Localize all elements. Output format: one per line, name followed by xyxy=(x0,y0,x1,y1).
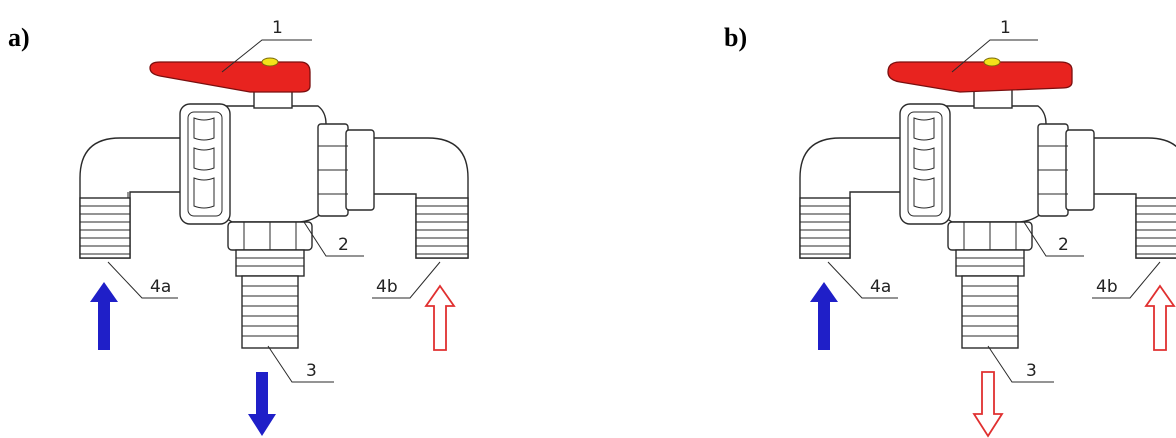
handle-knob-b xyxy=(983,57,1001,67)
left-barb-b xyxy=(799,197,851,259)
right-barb-a xyxy=(415,197,469,259)
callout-2-a: 2 xyxy=(338,235,349,255)
union-nut-left-a xyxy=(179,103,231,225)
bottom-barb-a xyxy=(241,275,299,349)
valve-a xyxy=(79,57,469,349)
bottom-nut-b xyxy=(947,221,1033,251)
callout-1-a: 1 xyxy=(272,18,283,38)
bottom-nut-a xyxy=(227,221,313,251)
panel-b-label: b) xyxy=(724,23,747,52)
bottom-thread-a xyxy=(235,249,305,277)
flow-arrow-4b-a xyxy=(424,284,456,351)
callout-1-b: 1 xyxy=(1000,18,1011,38)
callout-3-b: 3 xyxy=(1026,361,1037,381)
right-barb-b xyxy=(1135,197,1176,259)
bottom-thread-b xyxy=(955,249,1025,277)
callout-4b-b: 4b xyxy=(1096,277,1118,297)
handle-knob-a xyxy=(261,57,279,67)
callout-4a-a: 4a xyxy=(150,277,171,297)
callout-2-b: 2 xyxy=(1058,235,1069,255)
callout-4b-a: 4b xyxy=(376,277,398,297)
panel-a: a) xyxy=(8,18,469,436)
flow-arrow-3-b xyxy=(972,371,1004,438)
flow-arrow-3-a xyxy=(248,372,276,436)
panel-b: b) xyxy=(724,18,1176,438)
valve-b xyxy=(799,57,1176,349)
bottom-barb-b xyxy=(961,275,1019,349)
union-nut-right-b xyxy=(1037,123,1095,217)
valve-body-a xyxy=(217,105,327,223)
callout-4a-b: 4a xyxy=(870,277,891,297)
handle-a xyxy=(149,61,311,93)
valve-body-b xyxy=(937,105,1047,223)
left-barb-a xyxy=(79,197,131,259)
callout-3-a: 3 xyxy=(306,361,317,381)
flow-arrow-4a-a xyxy=(90,282,118,350)
union-nut-right-a xyxy=(317,123,375,217)
panel-a-label: a) xyxy=(8,23,30,52)
union-nut-left-b xyxy=(899,103,951,225)
flow-arrow-4a-b xyxy=(810,282,838,350)
handle-b xyxy=(887,61,1073,93)
flow-arrow-4b-b xyxy=(1144,284,1176,351)
